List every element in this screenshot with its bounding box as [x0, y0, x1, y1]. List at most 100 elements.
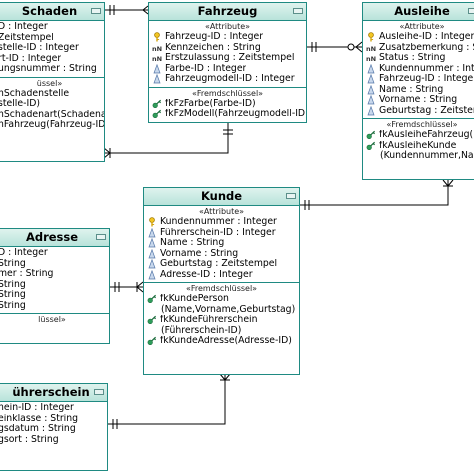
foreign-key-row[interactable]: (Führerschein-ID): [144, 325, 299, 337]
attribute-row[interactable]: Name : String: [363, 85, 474, 96]
foreign-key-row[interactable]: fkFzFarbe(Farbe-ID): [149, 99, 306, 110]
row-text: mer : String: [0, 269, 54, 279]
entity-header: ührerschein: [0, 384, 107, 402]
svg-text:nN: nN: [152, 45, 162, 53]
nn-icon: nN: [152, 43, 162, 53]
attribute-row[interactable]: Vorname : String: [144, 249, 299, 260]
attribute-row[interactable]: Farbe-ID : Integer: [149, 64, 306, 75]
foreign-key-row[interactable]: fkAusleiheFahrzeug(Fahrzeug-ID): [363, 130, 474, 141]
row-text: Name : String: [160, 238, 225, 248]
attribute-row[interactable]: Geburtstag : Zeitstempel: [363, 106, 474, 117]
attribute-row[interactable]: Fahrzeugmodell-ID : Integer: [149, 74, 306, 85]
attribute-row[interactable]: Kundennummer : Integer: [144, 217, 299, 228]
fk-icon: [147, 315, 157, 325]
attribute-row[interactable]: Kundennummer : Integer: [363, 64, 474, 75]
foreign-key-row[interactable]: nFahrzeug(Fahrzeug-ID): [0, 120, 104, 131]
foreign-key-row[interactable]: (Kundennummer,Name,Vorname,Geburtstag): [363, 150, 474, 162]
row-text: fkFzModell(Fahrzeugmodell-ID): [165, 109, 306, 119]
attribute-row[interactable]: gsdatum : String: [0, 424, 107, 435]
attribute-row[interactable]: D : Integer: [0, 22, 104, 33]
row-text: Fahrzeugmodell-ID : Integer: [165, 74, 295, 84]
foreign-key-row[interactable]: fkAusleiheKunde: [363, 141, 474, 152]
attribute-row[interactable]: mer : String: [0, 269, 109, 280]
relationship-fahrzeug-schaden-bottom: [104, 122, 229, 154]
foreign-key-row[interactable]: fkKundePerson: [144, 294, 299, 305]
attribute-row[interactable]: String: [0, 290, 109, 301]
attribute-row[interactable]: Fahrzeug-ID : Integer: [149, 32, 306, 43]
attribute-row[interactable]: Vorname : String: [363, 95, 474, 106]
fk-column-icon: [147, 248, 157, 259]
row-text: fkAusleiheKunde: [379, 140, 457, 151]
row-text: Geburtstag : Zeitstempel: [379, 105, 474, 116]
row-text: Status : String: [379, 53, 446, 63]
row-text: einklasse : String: [0, 413, 79, 424]
row-text: String: [0, 279, 26, 290]
entity-title: Schaden: [21, 4, 78, 18]
foreign-key-row[interactable]: nSchadenart(Schadenart-: [0, 110, 104, 121]
attribute-row[interactable]: D : Integer: [0, 248, 109, 259]
attribute-row[interactable]: Adresse-ID : Integer: [144, 270, 299, 281]
row-text: Farbe-ID : Integer: [165, 63, 247, 74]
foreign-keys-section: lüssel»: [0, 314, 109, 327]
row-text: stelle-ID): [0, 99, 40, 109]
attribute-row[interactable]: Geburtstag : Zeitstempel: [144, 259, 299, 270]
row-text: nFahrzeug(Fahrzeug-ID): [0, 120, 104, 130]
attribute-row[interactable]: String: [0, 280, 109, 291]
row-text: Führerschein-ID : Integer: [160, 227, 276, 238]
entity-ausleihe[interactable]: Ausleihe «Attribute»Ausleihe-ID : Intege…: [362, 2, 474, 180]
section-stereotype: «Attribute»: [204, 22, 251, 31]
foreign-keys-section: «Fremdschlüssel»fkAusleiheFahrzeug(Fahrz…: [363, 119, 474, 164]
row-text: fkKundeFührerschein: [160, 315, 258, 325]
attribute-row[interactable]: Fahrzeug-ID : Integer: [363, 74, 474, 85]
section-stereotype: «Attribute»: [198, 207, 245, 216]
key-icon: [147, 217, 157, 227]
foreign-key-row[interactable]: fkKundeFührerschein: [144, 315, 299, 326]
fk-column-icon: [366, 74, 376, 84]
attribute-row[interactable]: String: [0, 301, 109, 312]
row-text: D : Integer: [0, 22, 48, 32]
attribute-row[interactable]: Führerschein-ID : Integer: [144, 228, 299, 239]
attribute-row[interactable]: String: [0, 259, 109, 270]
nn-icon: nN: [366, 43, 376, 53]
row-text: Kundennummer : Integer: [160, 217, 277, 227]
fk-column-icon: [366, 105, 376, 116]
attribute-row[interactable]: Zeitstempel: [0, 33, 104, 44]
fk-icon: [147, 336, 157, 346]
foreign-key-row[interactable]: fkKundeAdresse(Adresse-ID): [144, 336, 299, 347]
attribute-row[interactable]: gsort : String: [0, 435, 107, 446]
foreign-key-row[interactable]: stelle-ID): [0, 99, 104, 110]
foreign-key-row[interactable]: fkFzModell(Fahrzeugmodell-ID): [149, 109, 306, 120]
attribute-row[interactable]: einklasse : String: [0, 414, 107, 425]
row-text: (Kundennummer,Name,Vorname,Geburtstag): [380, 150, 474, 161]
attribute-row[interactable]: rt-ID : Integer: [0, 54, 104, 65]
row-text: rt-ID : Integer: [0, 53, 62, 64]
foreign-key-row[interactable]: (Name,Vorname,Geburtstag): [144, 304, 299, 316]
fk-column-icon: [152, 74, 162, 84]
attribute-row[interactable]: stelle-ID : Integer: [0, 43, 104, 54]
attribute-row[interactable]: Ausleihe-ID : Integer: [363, 32, 474, 43]
row-text: Adresse-ID : Integer: [160, 269, 253, 280]
foreign-key-row[interactable]: nSchadenstelle: [0, 89, 104, 100]
row-text: fkKundeAdresse(Adresse-ID): [160, 336, 292, 346]
row-text: nSchadenstelle: [0, 88, 70, 99]
attribute-row[interactable]: hein-ID : Integer: [0, 403, 107, 414]
attribute-row[interactable]: Name : String: [144, 238, 299, 249]
attribute-row[interactable]: ungsnummer : String: [0, 64, 104, 75]
fk-column-icon: [366, 63, 376, 74]
entity-fahrzeug[interactable]: Fahrzeug «Attribute»Fahrzeug-ID : Intege…: [148, 2, 307, 123]
row-text: Geburtstag : Zeitstempel: [160, 259, 278, 269]
entity-header: Kunde: [144, 188, 299, 206]
row-text: String: [0, 258, 26, 269]
entity-title: Kunde: [200, 189, 243, 203]
